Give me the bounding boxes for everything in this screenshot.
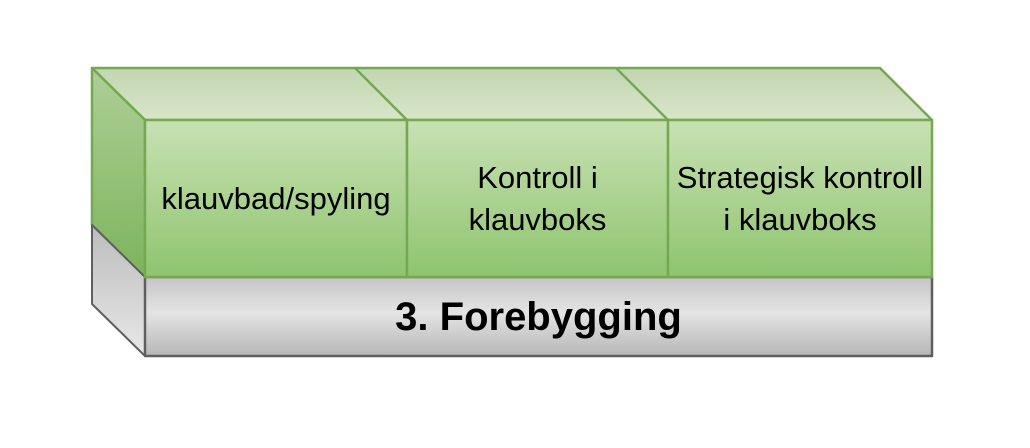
- cell-face-2: [405, 118, 670, 279]
- top-face-divider-1: [354, 67, 408, 121]
- base-face: [143, 275, 934, 358]
- top-face: [90, 66, 934, 122]
- cell-face-1: [143, 118, 409, 279]
- top-face-divider-2: [615, 67, 669, 121]
- cell-face-3: [666, 118, 934, 279]
